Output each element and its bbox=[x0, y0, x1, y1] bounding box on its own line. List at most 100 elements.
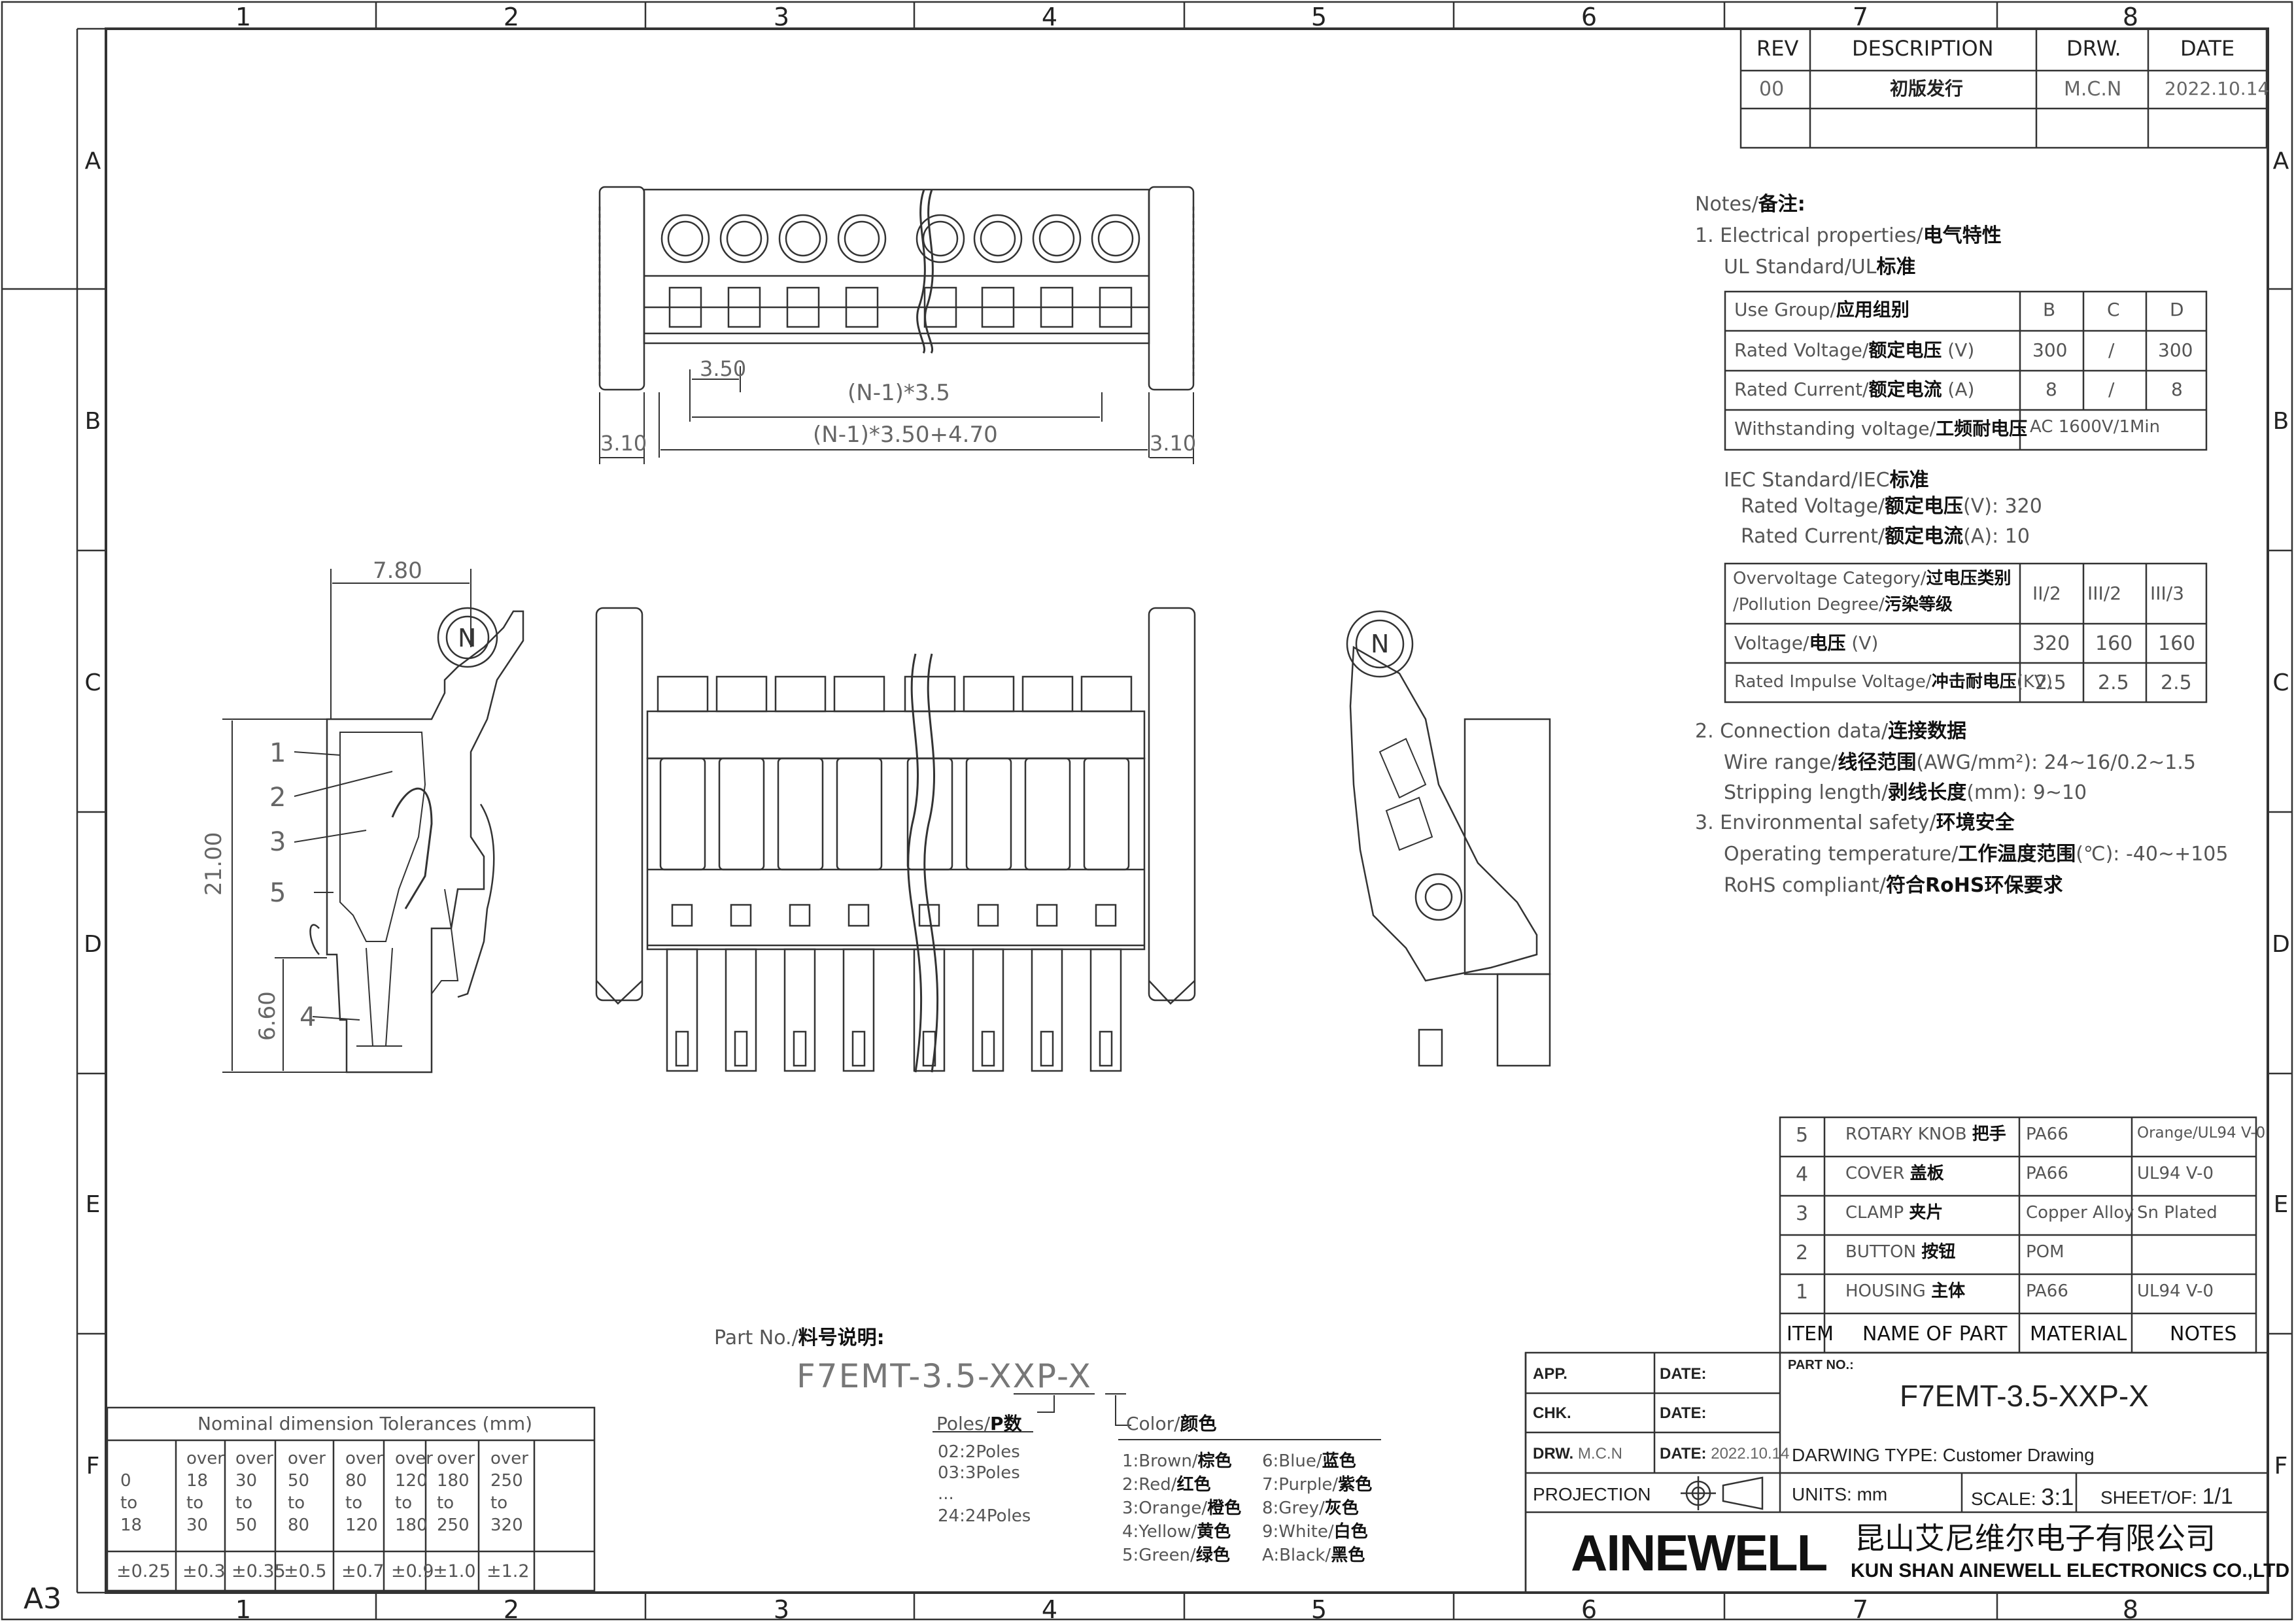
iec-current-en: Rated Current/ bbox=[1741, 525, 1885, 548]
wire-entry-hole-inner bbox=[844, 220, 880, 257]
iec-current-cn: 额定电流 bbox=[1885, 525, 1964, 548]
wire-range-val: (AWG/mm²): 24~16/0.2~1.5 bbox=[1916, 751, 2196, 774]
top-view bbox=[598, 186, 1195, 464]
bom-item-number: 3 bbox=[1796, 1202, 1809, 1225]
zone-row-b: B bbox=[84, 408, 101, 435]
tolerance-range-text: to bbox=[395, 1493, 413, 1513]
tb-part-no-label: PART NO.: bbox=[1788, 1358, 1854, 1372]
release-button bbox=[727, 286, 761, 328]
iec-cat-en: Overvoltage Category/ bbox=[1733, 569, 1926, 588]
tb-drw-val: M.C.N bbox=[1577, 1445, 1622, 1463]
zone-col-7: 7 bbox=[1852, 3, 1869, 31]
iec-pollution-en: /Pollution Degree/ bbox=[1733, 595, 1885, 615]
legend-color-cn-item: 白色 bbox=[1333, 1522, 1368, 1542]
rev-value: 00 bbox=[1759, 78, 1785, 101]
test-port bbox=[730, 904, 752, 927]
bom-header-name: NAME OF PART bbox=[1862, 1323, 2008, 1345]
part-code-leaders bbox=[1014, 1393, 1131, 1426]
ul-use-group-cn: 应用组别 bbox=[1836, 299, 1909, 320]
iec-impulse-v3: 2.5 bbox=[2161, 671, 2192, 694]
clamp-window bbox=[1024, 757, 1071, 871]
iec-impulse-v1: 2.5 bbox=[2035, 671, 2066, 694]
tb-units-label: UNITS: bbox=[1792, 1484, 1852, 1504]
tb-part-no: F7EMT-3.5-XXP-X bbox=[1900, 1379, 2149, 1413]
tolerance-value: ±0.35 bbox=[231, 1561, 286, 1582]
clamp-window bbox=[777, 757, 824, 871]
tolerance-range-text: 30 bbox=[235, 1471, 258, 1491]
legend-pole-3: ... bbox=[938, 1484, 954, 1504]
legend-color-en-item: 3:Orange/ bbox=[1122, 1498, 1208, 1518]
notes-title-en: Notes/ bbox=[1695, 193, 1758, 216]
clamp-window bbox=[965, 757, 1012, 871]
strip-length-val: (mm): 9~10 bbox=[1966, 781, 2087, 804]
tolerance-range-text: 80 bbox=[288, 1515, 310, 1535]
rev-description: 初版发行 bbox=[1890, 78, 1964, 99]
dim-width: 7.80 bbox=[373, 558, 422, 584]
iec-voltage-en: Rated Voltage/ bbox=[1741, 495, 1885, 518]
ul-voltage-unit: (V) bbox=[1942, 339, 1975, 361]
ul-col-d: D bbox=[2170, 299, 2184, 320]
tolerance-range-text: 18 bbox=[120, 1515, 143, 1535]
ul-voltage-c: / bbox=[2108, 339, 2115, 361]
zone-col-6-bottom: 6 bbox=[1581, 1595, 1598, 1624]
legend-color-en-item: 1:Brown/ bbox=[1122, 1451, 1198, 1471]
tolerance-range-text: 180 bbox=[395, 1515, 428, 1535]
pin-slot bbox=[734, 1030, 748, 1067]
bom-item-number: 1 bbox=[1796, 1281, 1809, 1304]
dim-overall: (N-1)*3.50+4.70 bbox=[813, 422, 998, 448]
test-port bbox=[789, 904, 811, 927]
tb-chk: CHK. bbox=[1533, 1404, 1571, 1422]
op-temp-en: Operating temperature/ bbox=[1724, 843, 1959, 866]
company-name-cn: 昆山艾尼维尔电子有限公司 bbox=[1855, 1521, 2216, 1555]
legend-color-en-item: 6:Blue/ bbox=[1262, 1451, 1322, 1471]
legend-color-en-item: A:Black/ bbox=[1262, 1546, 1331, 1565]
legend-color-item: 9:White/白色 bbox=[1262, 1523, 1368, 1540]
iec-impulse-cn: 冲击耐电压 bbox=[1931, 672, 2017, 692]
ul-use-group-en: Use Group/ bbox=[1734, 299, 1836, 320]
right-side-view bbox=[1346, 610, 1551, 1067]
cover-tab bbox=[963, 675, 1015, 713]
ul-table-lines bbox=[1724, 290, 2208, 451]
ul-current-c: / bbox=[2108, 379, 2115, 400]
legend-color-en-item: 2:Red/ bbox=[1122, 1475, 1177, 1495]
balloon-5: 5 bbox=[269, 878, 286, 908]
pin-leg bbox=[783, 948, 816, 1072]
tolerance-range-text: 80 bbox=[345, 1471, 368, 1491]
wire-entry-hole bbox=[973, 214, 1023, 263]
dim-pitch: 3.50 bbox=[700, 356, 747, 381]
pin-leg bbox=[972, 948, 1004, 1072]
iec-voltage-val: (V): 320 bbox=[1963, 495, 2042, 518]
note2-en: 2. Connection data/ bbox=[1695, 720, 1889, 743]
cover-tab bbox=[774, 675, 827, 713]
iec-voltage-v3: 160 bbox=[2158, 632, 2196, 655]
tolerance-range-text: to bbox=[490, 1493, 508, 1513]
wire-range-en: Wire range/ bbox=[1724, 751, 1838, 774]
bom-item-number: 4 bbox=[1796, 1163, 1809, 1186]
cover-tab bbox=[1021, 675, 1074, 713]
tolerance-range-text: 30 bbox=[186, 1515, 209, 1535]
bom-part-name: ROTARY KNOB 把手 bbox=[1845, 1126, 2006, 1143]
test-port bbox=[1036, 904, 1058, 927]
tolerance-title: Nominal dimension Tolerances (mm) bbox=[197, 1413, 533, 1434]
bom-part-name-en: ROTARY KNOB bbox=[1845, 1125, 1972, 1144]
tolerance-range-text: over bbox=[437, 1449, 475, 1468]
rev-header-date: DATE bbox=[2180, 36, 2235, 61]
legend-pole-2: 03:3Poles bbox=[938, 1463, 1020, 1483]
ul-current-b: 8 bbox=[2046, 379, 2057, 400]
iec-standard-en: IEC Standard/IEC bbox=[1724, 469, 1890, 492]
zone-row-a: A bbox=[84, 148, 101, 175]
iec-voltage-row-cn: 电压 bbox=[1809, 632, 1846, 654]
tolerance-range-text: to bbox=[345, 1493, 363, 1513]
note2-cn: 连接数据 bbox=[1888, 720, 1967, 743]
rohs-cn: 符合RoHS环保要求 bbox=[1886, 874, 2063, 897]
ul-voltage-cn: 额定电压 bbox=[1868, 339, 1942, 361]
iec-impulse-unit: (KV) bbox=[2016, 672, 2053, 692]
note3-cn: 环境安全 bbox=[1936, 811, 2015, 834]
ul-standard-cn: 标准 bbox=[1876, 256, 1916, 279]
tolerance-range-text: to bbox=[120, 1493, 138, 1513]
zone-row-e: E bbox=[85, 1191, 101, 1218]
tb-units-val: mm bbox=[1857, 1484, 1888, 1504]
wire-entry-hole bbox=[837, 214, 887, 263]
notes-title-cn: 备注: bbox=[1758, 193, 1806, 216]
